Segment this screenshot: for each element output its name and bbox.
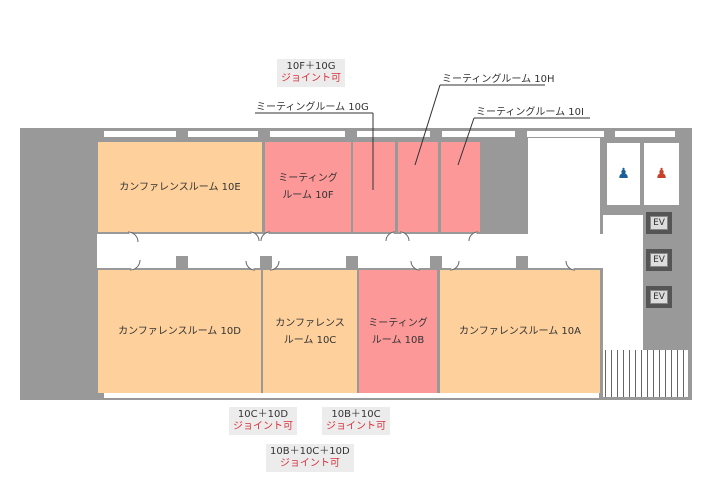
door-icon bbox=[565, 260, 576, 271]
joint-note: ジョイント可 bbox=[326, 421, 386, 432]
restroom-male: ♟ bbox=[607, 143, 640, 205]
door-icon bbox=[127, 231, 139, 243]
pillar bbox=[345, 128, 357, 140]
partition-10B-10C bbox=[357, 270, 359, 393]
door-icon bbox=[269, 260, 280, 271]
joint-rooms: 10B＋10C bbox=[331, 409, 381, 420]
joint-note: ジョイント可 bbox=[281, 73, 341, 84]
joint-rooms: 10F＋10G bbox=[286, 61, 336, 72]
pillar bbox=[515, 128, 527, 140]
door-icon bbox=[385, 231, 396, 242]
room-10B[interactable]: ミーティング ルーム 10B bbox=[359, 270, 437, 393]
female-icon: ♟ bbox=[655, 166, 668, 182]
joint-rooms: 10B＋10C＋10D bbox=[270, 446, 350, 457]
window-strip-core bbox=[615, 131, 675, 137]
restroom-female: ♟ bbox=[644, 143, 679, 205]
pillar bbox=[516, 256, 528, 268]
joint-note: ジョイント可 bbox=[233, 421, 293, 432]
pillar bbox=[176, 128, 188, 140]
room-10D-label: カンファレンスルーム 10D bbox=[118, 326, 241, 337]
room-10G[interactable] bbox=[353, 142, 395, 232]
pillar bbox=[430, 256, 442, 268]
elevator-2: EV bbox=[646, 249, 672, 271]
door-icon bbox=[245, 260, 256, 271]
room-10E[interactable]: カンファレンスルーム 10E bbox=[98, 142, 262, 232]
callout-10G: ミーティングルーム 10G bbox=[256, 102, 369, 113]
elevator-1: EV bbox=[646, 212, 672, 234]
door-icon bbox=[468, 231, 479, 242]
room-10C-label: カンファレンス ルーム 10C bbox=[275, 317, 345, 346]
partition-10F-10G bbox=[351, 142, 353, 232]
male-icon: ♟ bbox=[617, 166, 630, 182]
door-icon bbox=[260, 231, 271, 242]
elevator-3: EV bbox=[646, 286, 672, 308]
pillar bbox=[258, 128, 270, 140]
corridor-right-upper bbox=[528, 138, 600, 234]
door-icon bbox=[249, 231, 260, 242]
window-strip-bottom bbox=[104, 393, 599, 398]
room-10F[interactable]: ミーティング ルーム 10F bbox=[265, 142, 351, 232]
room-10C[interactable]: カンファレンス ルーム 10C bbox=[263, 270, 357, 393]
room-10B-label: ミーティング ルーム 10B bbox=[368, 317, 428, 346]
door-icon bbox=[399, 231, 410, 242]
elevator-label: EV bbox=[650, 216, 668, 230]
joint-rooms: 10C＋10D bbox=[237, 409, 289, 420]
stairs bbox=[603, 350, 688, 397]
core-hall bbox=[603, 215, 643, 350]
callout-10H: ミーティングルーム 10H bbox=[442, 74, 555, 85]
pillar bbox=[430, 128, 442, 140]
door-icon bbox=[410, 260, 421, 271]
pillar bbox=[346, 256, 358, 268]
elevator-label: EV bbox=[650, 253, 668, 267]
room-10D[interactable]: カンファレンスルーム 10D bbox=[98, 270, 261, 393]
pillar bbox=[260, 256, 272, 268]
door-icon bbox=[129, 259, 141, 271]
room-10A[interactable]: カンファレンスルーム 10A bbox=[440, 270, 600, 393]
elevator-label: EV bbox=[650, 290, 668, 304]
pillar bbox=[176, 256, 188, 268]
room-10A-label: カンファレンスルーム 10A bbox=[459, 326, 581, 337]
room-10F-label: ミーティング ルーム 10F bbox=[278, 173, 338, 201]
callout-10I: ミーティングルーム 10I bbox=[476, 107, 584, 118]
joint-note: ジョイント可 bbox=[279, 458, 340, 469]
room-10E-label: カンファレンスルーム 10E bbox=[119, 181, 241, 193]
door-icon bbox=[449, 260, 460, 271]
partition-10C-10D bbox=[261, 270, 263, 393]
